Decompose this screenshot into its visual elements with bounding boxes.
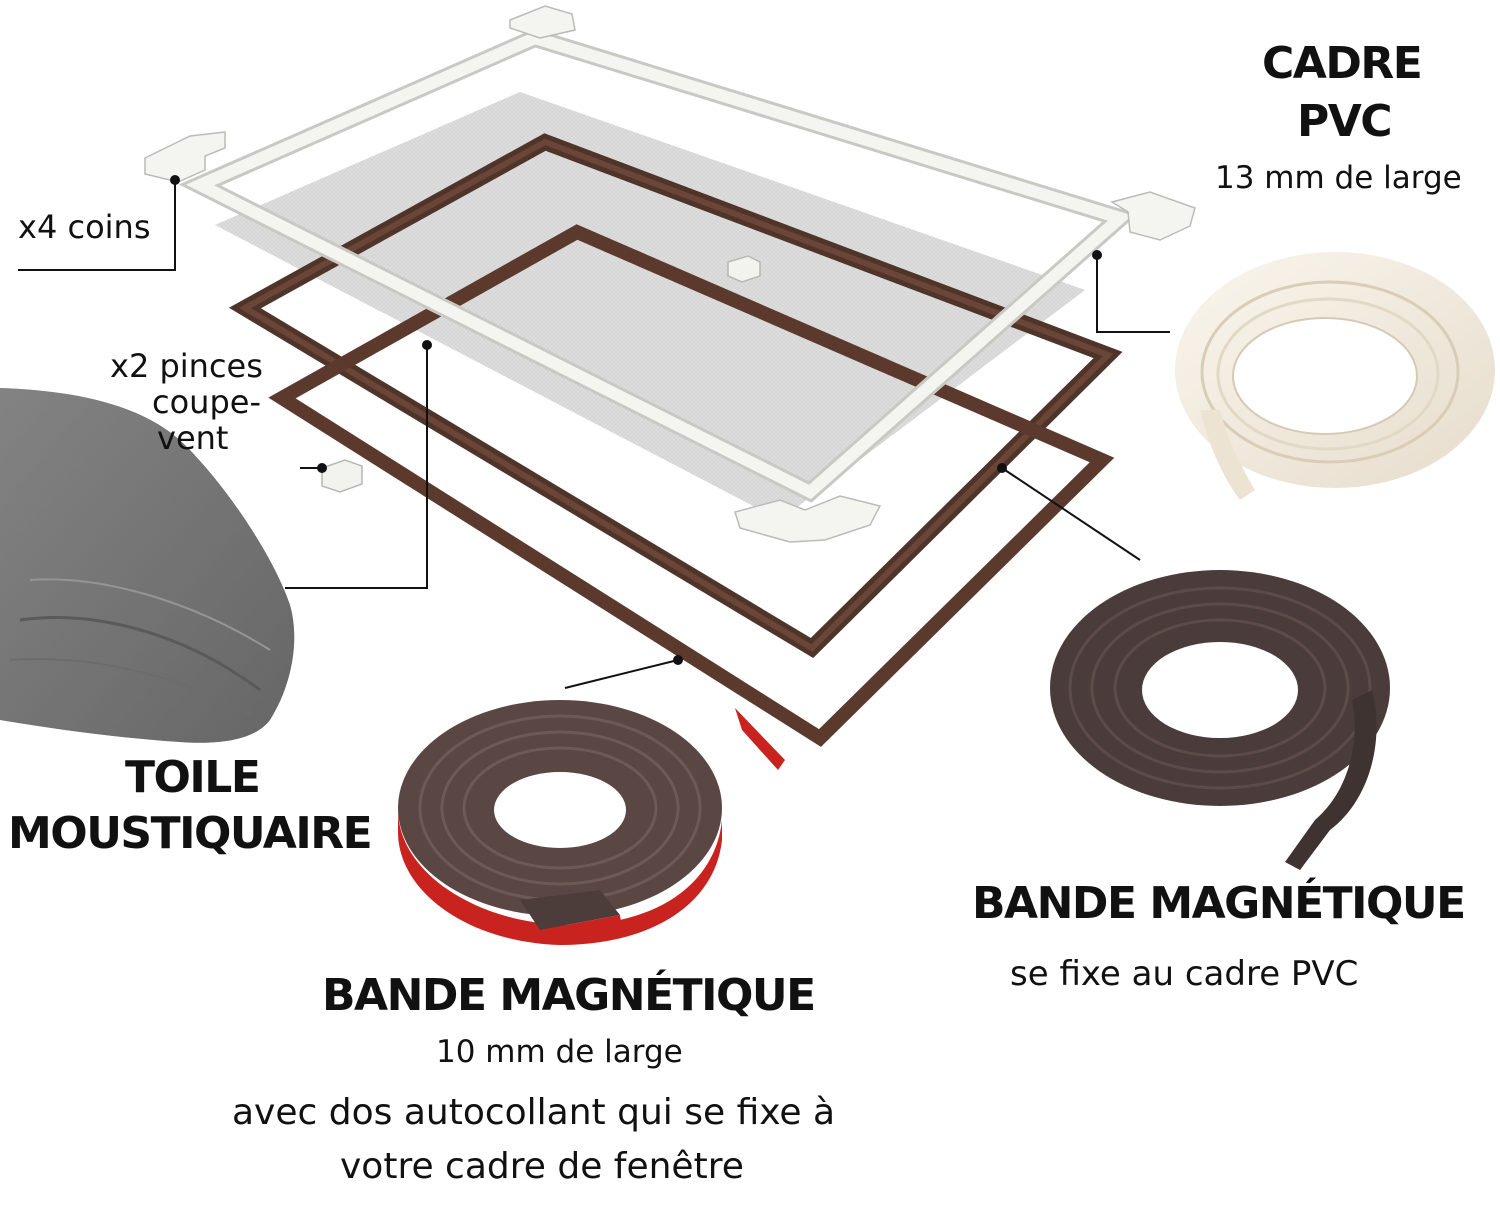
clips-label-3: vent [157,419,229,457]
adhesive-tab [735,708,785,770]
magnetic-frame-inner [268,224,1115,770]
pvc-frame-title: CADRE [1262,38,1423,89]
pvc-corner-icon [509,5,576,39]
mesh-panel [215,92,1085,520]
magnetic-roll-icon [1050,570,1390,870]
pvc-corner-icon [1110,191,1196,241]
mesh-title-2: MOUSTIQUAIRE [8,808,373,859]
magnetic-strip-bottom-desc-2: votre cadre de fenêtre [340,1146,744,1187]
magnetic-strip-right-title: BANDE MAGNÉTIQUE [972,878,1466,929]
leader-dots [170,175,1102,665]
magnetic-strip-bottom-desc-1: avec dos autocollant qui se fixe à [232,1092,836,1133]
pvc-corner-icon [144,131,226,183]
wind-clip-icon [727,255,761,283]
leader-lines [18,180,1170,689]
pvc-frame-title-2: PVC [1297,96,1393,147]
magnetic-strip-right-sub: se fixe au cadre PVC [1010,954,1359,994]
wind-clip-icon [321,459,363,493]
mesh-title-1: TOILE [125,752,261,803]
magnetic-frame-outer [228,133,1123,659]
magnetic-strip-bottom-width: 10 mm de large [436,1034,683,1070]
magnetic-roll-icon [398,700,722,945]
pvc-roll-icon [1175,252,1495,500]
mesh-roll-icon [0,388,295,743]
magnetic-strip-bottom-title: BANDE MAGNÉTIQUE [322,970,816,1021]
pvc-frame [178,28,1138,503]
pvc-corner-icon [734,495,882,543]
clips-label-1: x2 pinces [110,347,263,385]
pvc-frame-width: 13 mm de large [1215,160,1462,196]
clips-label-2: coupe- [152,383,261,421]
corners-label: x4 coins [18,208,151,246]
